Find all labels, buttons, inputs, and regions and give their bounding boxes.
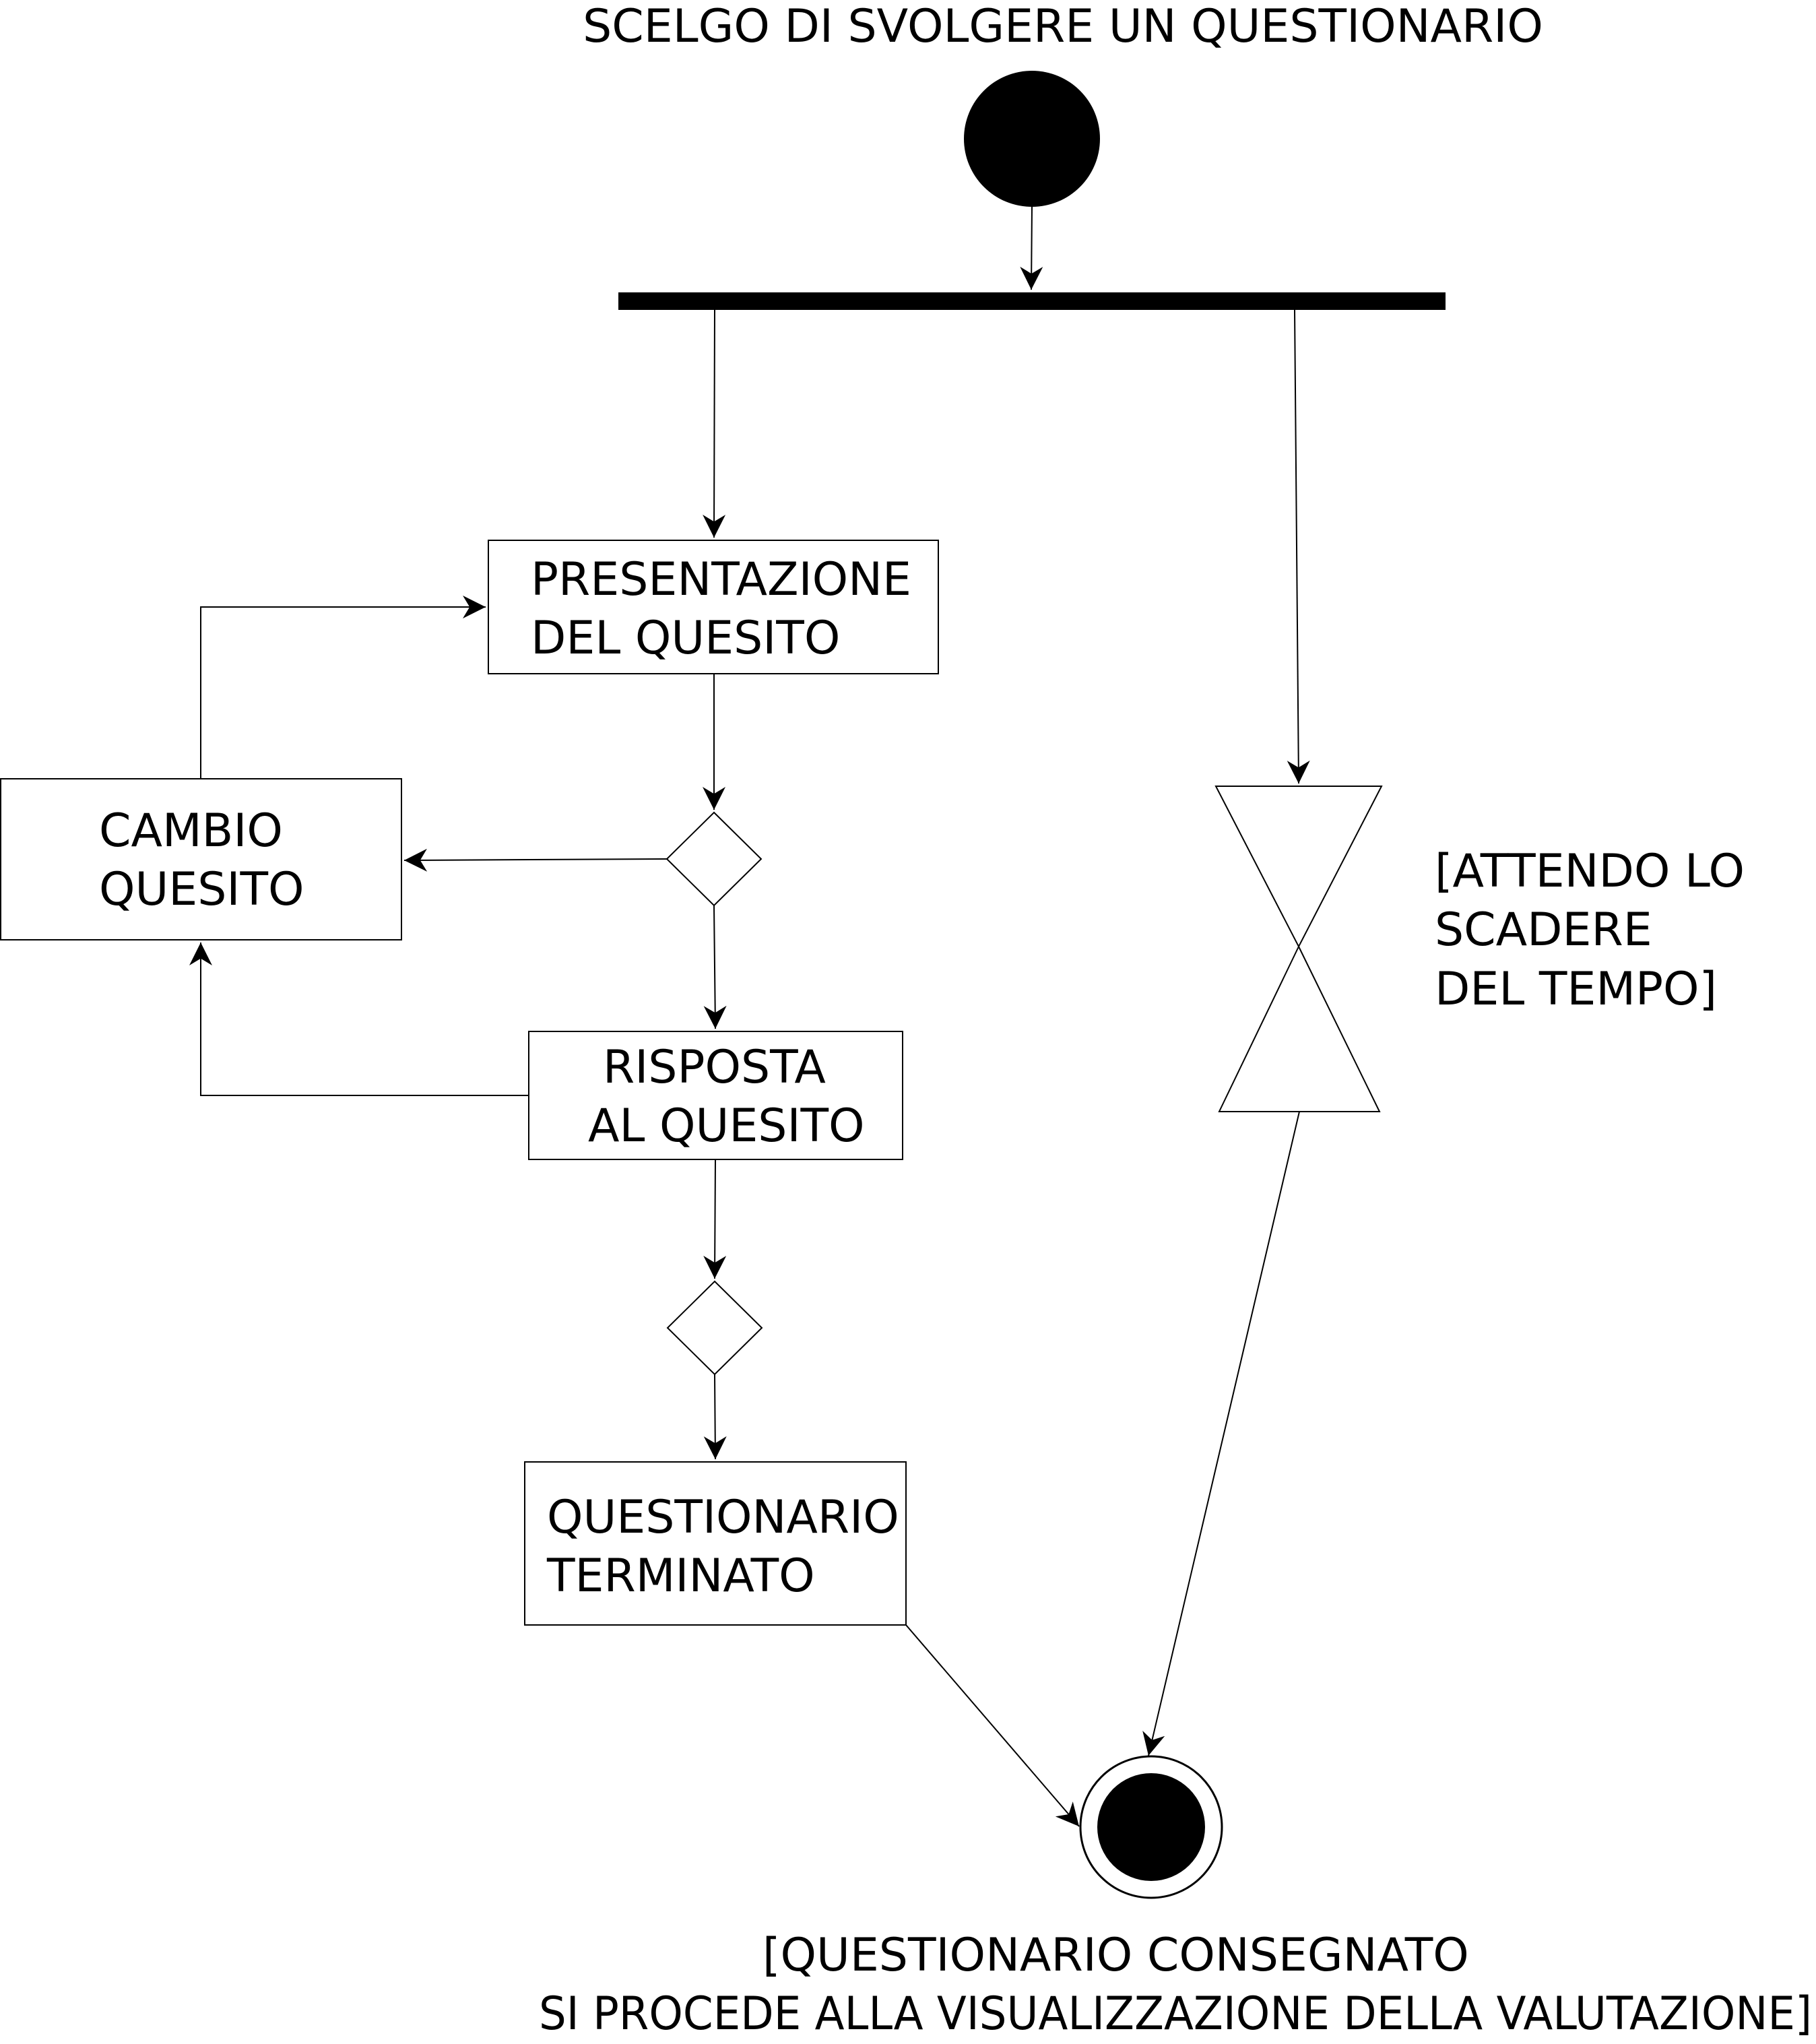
activity-risposta-label-1: RISPOSTA	[603, 1041, 826, 1094]
fork-bar	[618, 292, 1446, 310]
activity-presentazione-label-2: DEL QUESITO	[531, 612, 840, 665]
end-label-1: [QUESTIONARIO CONSEGNATO	[763, 1929, 1469, 1982]
activity-risposta-label-2: AL QUESITO	[588, 1099, 865, 1153]
edge-fork-to-presentazione	[703, 309, 726, 538]
edge-cambio-to-presentazione	[200, 596, 486, 779]
edge-initial-to-fork	[1020, 206, 1043, 290]
activity-cambio-quesito	[0, 778, 402, 940]
initial-node	[964, 71, 1100, 207]
edge-risposta-to-cambio	[189, 943, 529, 1096]
edge-decision-1-to-risposta	[703, 905, 727, 1029]
timer-label-2: SCADERE	[1435, 903, 1652, 957]
edge-fork-to-timer	[1287, 309, 1310, 784]
timer-label-3: DEL TEMPO]	[1435, 963, 1717, 1016]
hourglass-icon	[1214, 786, 1383, 1112]
edge-decision-1-to-cambio	[403, 848, 668, 872]
edge-terminato-to-final	[905, 1624, 1080, 1827]
decision-node-1	[666, 811, 763, 907]
start-label: SCELGO DI SVOLGERE UN QUESTIONARIO	[583, 0, 1543, 53]
end-label-2: SI PROCEDE ALLA VISUALIZZAZIONE DELLA VA…	[539, 1987, 1812, 2041]
activity-cambio-label-1: CAMBIO	[99, 804, 283, 858]
activity-presentazione-quesito	[488, 540, 939, 674]
final-node	[1079, 1755, 1223, 1899]
decision-node-2	[666, 1280, 763, 1376]
activity-questionario-terminato	[524, 1461, 907, 1626]
activity-terminato-label-1: QUESTIONARIO	[547, 1491, 899, 1544]
activity-cambio-label-2: QUESITO	[99, 863, 304, 916]
activity-presentazione-label-1: PRESENTAZIONE	[531, 553, 911, 606]
activity-terminato-label-2: TERMINATO	[546, 1550, 815, 1603]
activity-risposta-quesito	[528, 1031, 903, 1160]
timer-label-1: [ATTENDO LO	[1435, 845, 1745, 898]
edge-timer-to-final	[1142, 1111, 1300, 1756]
